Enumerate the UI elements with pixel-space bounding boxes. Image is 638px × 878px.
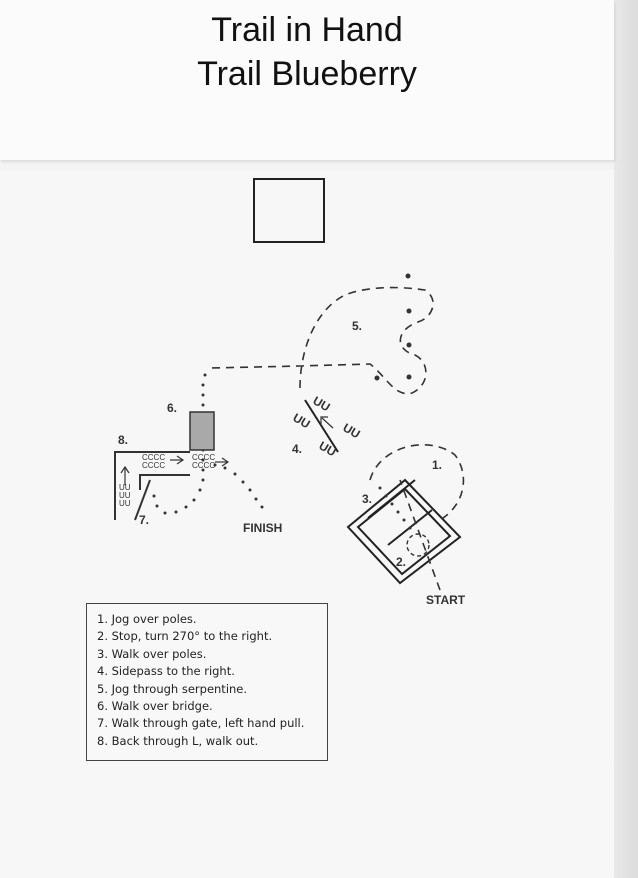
L-arrows <box>120 455 230 485</box>
legend-item: 3. Walk over poles. <box>97 646 207 661</box>
legend-item: 5. Jog through serpentine. <box>97 681 248 696</box>
svg-text:CCCC: CCCC <box>142 453 165 462</box>
turn-loop <box>406 533 430 557</box>
title-header: Trail in Hand Trail Blueberry <box>0 0 614 160</box>
svg-text:CCCC: CCCC <box>142 461 165 470</box>
svg-text:UU: UU <box>341 420 363 441</box>
svg-text:UU: UU <box>119 491 131 500</box>
serpentine-markers <box>374 273 412 381</box>
legend-item: 8. Back through L, walk out. <box>97 733 259 748</box>
title-line-2: Trail Blueberry <box>197 55 417 93</box>
title-line-1: Trail in Hand <box>211 11 403 49</box>
svg-text:UU: UU <box>119 483 131 492</box>
obstacle-number-6: 6. <box>167 401 177 415</box>
obstacle-number-1: 1. <box>432 458 442 472</box>
page-edge <box>614 0 638 878</box>
serpentine-path <box>209 286 434 395</box>
L-pole-markers: CCCC CCCC CCCC CCCC UU UU UU <box>119 453 215 508</box>
sidepass-obstacle: UU UU UU UU <box>291 393 363 459</box>
back-through-L <box>114 451 190 521</box>
svg-text:UU: UU <box>119 499 131 508</box>
svg-text:UU: UU <box>291 410 313 431</box>
legend-item: 6. Walk over bridge. <box>97 699 213 714</box>
legend-item: 1. Jog over poles. <box>97 612 197 626</box>
box-obstacle <box>253 178 325 243</box>
walk-poles-dots <box>378 486 412 530</box>
svg-text:CCCC: CCCC <box>192 461 215 470</box>
legend-item: 4. Sidepass to the right. <box>97 664 235 679</box>
obstacle-number-8: 8. <box>118 433 128 447</box>
finish-label: FINISH <box>243 521 282 535</box>
instructions-legend: 1. Jog over poles. 2. Stop, turn 270° to… <box>86 603 328 761</box>
jog-circle-path <box>369 444 465 521</box>
bridge-obstacle <box>189 411 215 451</box>
obstacle-number-4: 4. <box>292 442 302 456</box>
obstacle-number-7: 7. <box>139 513 149 527</box>
svg-text:UU: UU <box>311 393 333 414</box>
legend-item: 2. Stop, turn 270° to the right. <box>97 629 273 644</box>
obstacle-number-5: 5. <box>352 319 362 333</box>
svg-text:UU: UU <box>317 438 339 459</box>
legend-item: 7. Walk through gate, left hand pull. <box>97 716 305 731</box>
obstacle-number-2: 2. <box>396 555 406 569</box>
svg-text:CCCC: CCCC <box>192 453 215 462</box>
start-label: START <box>426 593 466 607</box>
obstacle-number-3: 3. <box>362 492 372 506</box>
start-path <box>399 479 441 591</box>
